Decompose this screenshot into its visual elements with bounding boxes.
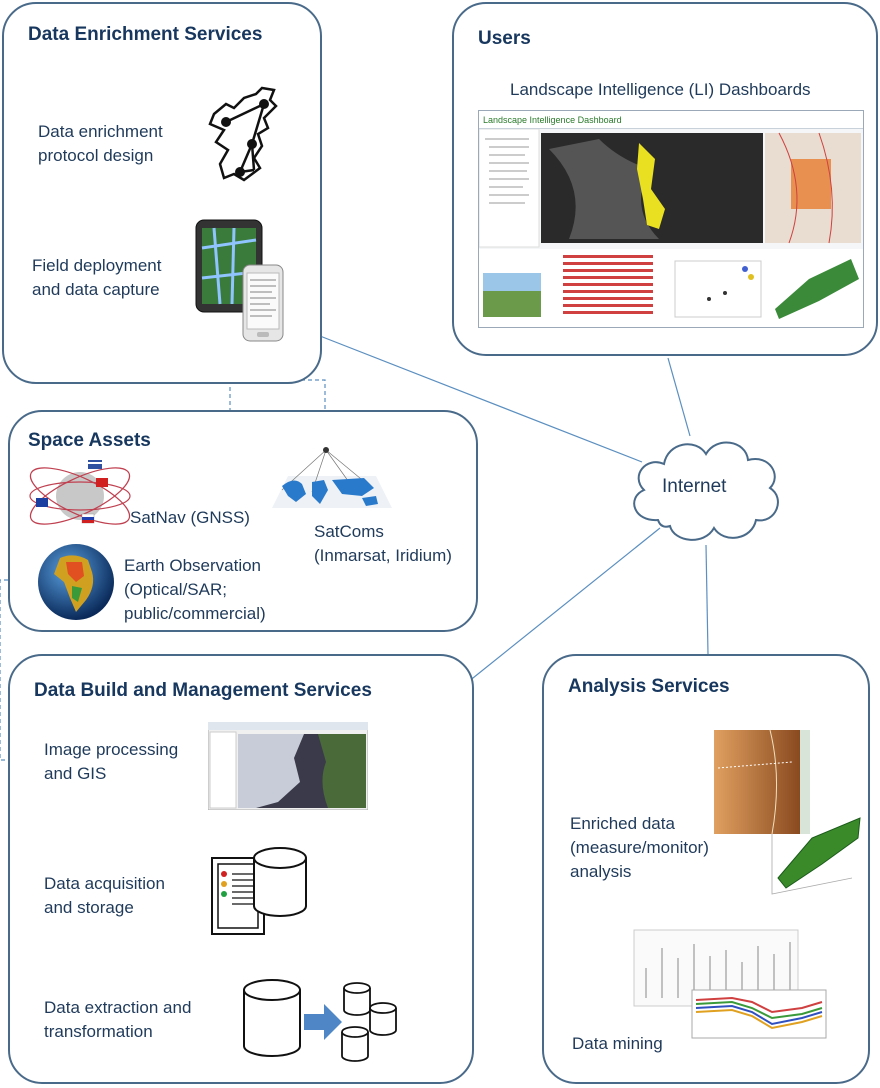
- gis-screenshot-icon: [208, 722, 368, 810]
- server-database-icon: [211, 847, 307, 935]
- analysis-services-panel: Analysis Services Enriched data (measure…: [542, 654, 870, 1084]
- internet-cloud-icon: [633, 441, 779, 541]
- satcom-world-map-icon: [272, 447, 392, 508]
- space-assets-panel: Space Assets SatNav (GNSS) SatComs (Inma…: [8, 410, 478, 632]
- data-build-panel: Data Build and Management Services Image…: [8, 654, 474, 1084]
- data-acquisition-label: Data acquisition and storage: [44, 874, 165, 917]
- panel-title: Analysis Services: [568, 676, 730, 697]
- network-map-icon: [208, 86, 278, 182]
- dashboard-thumbnail: [479, 129, 863, 327]
- smartphone-icon: [242, 264, 284, 342]
- dashboard-screenshot: Landscape Intelligence Dashboard: [478, 110, 864, 328]
- panel-title: Space Assets: [28, 430, 151, 451]
- data-enrichment-panel: Data Enrichment Services Data enrichment…: [2, 2, 322, 384]
- data-mining-label: Data mining: [572, 1034, 663, 1053]
- field-deployment-label: Field deployment and data capture: [32, 256, 162, 299]
- dashboard-window-title: Landscape Intelligence Dashboard: [479, 111, 863, 129]
- image-processing-label: Image processing and GIS: [44, 740, 179, 783]
- earth-globe-icon: [38, 544, 114, 620]
- satnav-label: SatNav (GNSS): [130, 508, 250, 527]
- data-extraction-label: Data extraction and transformation: [44, 998, 192, 1041]
- enriched-data-label: Enriched data (measure/monitor) analysis: [570, 814, 709, 881]
- panel-title: Data Enrichment Services: [28, 24, 263, 45]
- satellite-orbits-icon: [29, 460, 131, 525]
- database-transform-icon: [243, 979, 397, 1062]
- satcoms-label: SatComs (Inmarsat, Iridium): [314, 522, 452, 565]
- earth-observation-label: Earth Observation (Optical/SAR; public/c…: [124, 556, 266, 623]
- panel-title: Users: [478, 28, 531, 49]
- dashboard-caption: Landscape Intelligence (LI) Dashboards: [510, 80, 811, 99]
- users-panel: Users Landscape Intelligence (LI) Dashbo…: [452, 2, 878, 356]
- surface-plot-icon: [714, 729, 861, 895]
- protocol-design-label: Data enrichment protocol design: [38, 122, 163, 165]
- data-mining-chart-icon: [633, 929, 827, 1039]
- internet-label: Internet: [662, 476, 727, 497]
- panel-title: Data Build and Management Services: [34, 680, 372, 701]
